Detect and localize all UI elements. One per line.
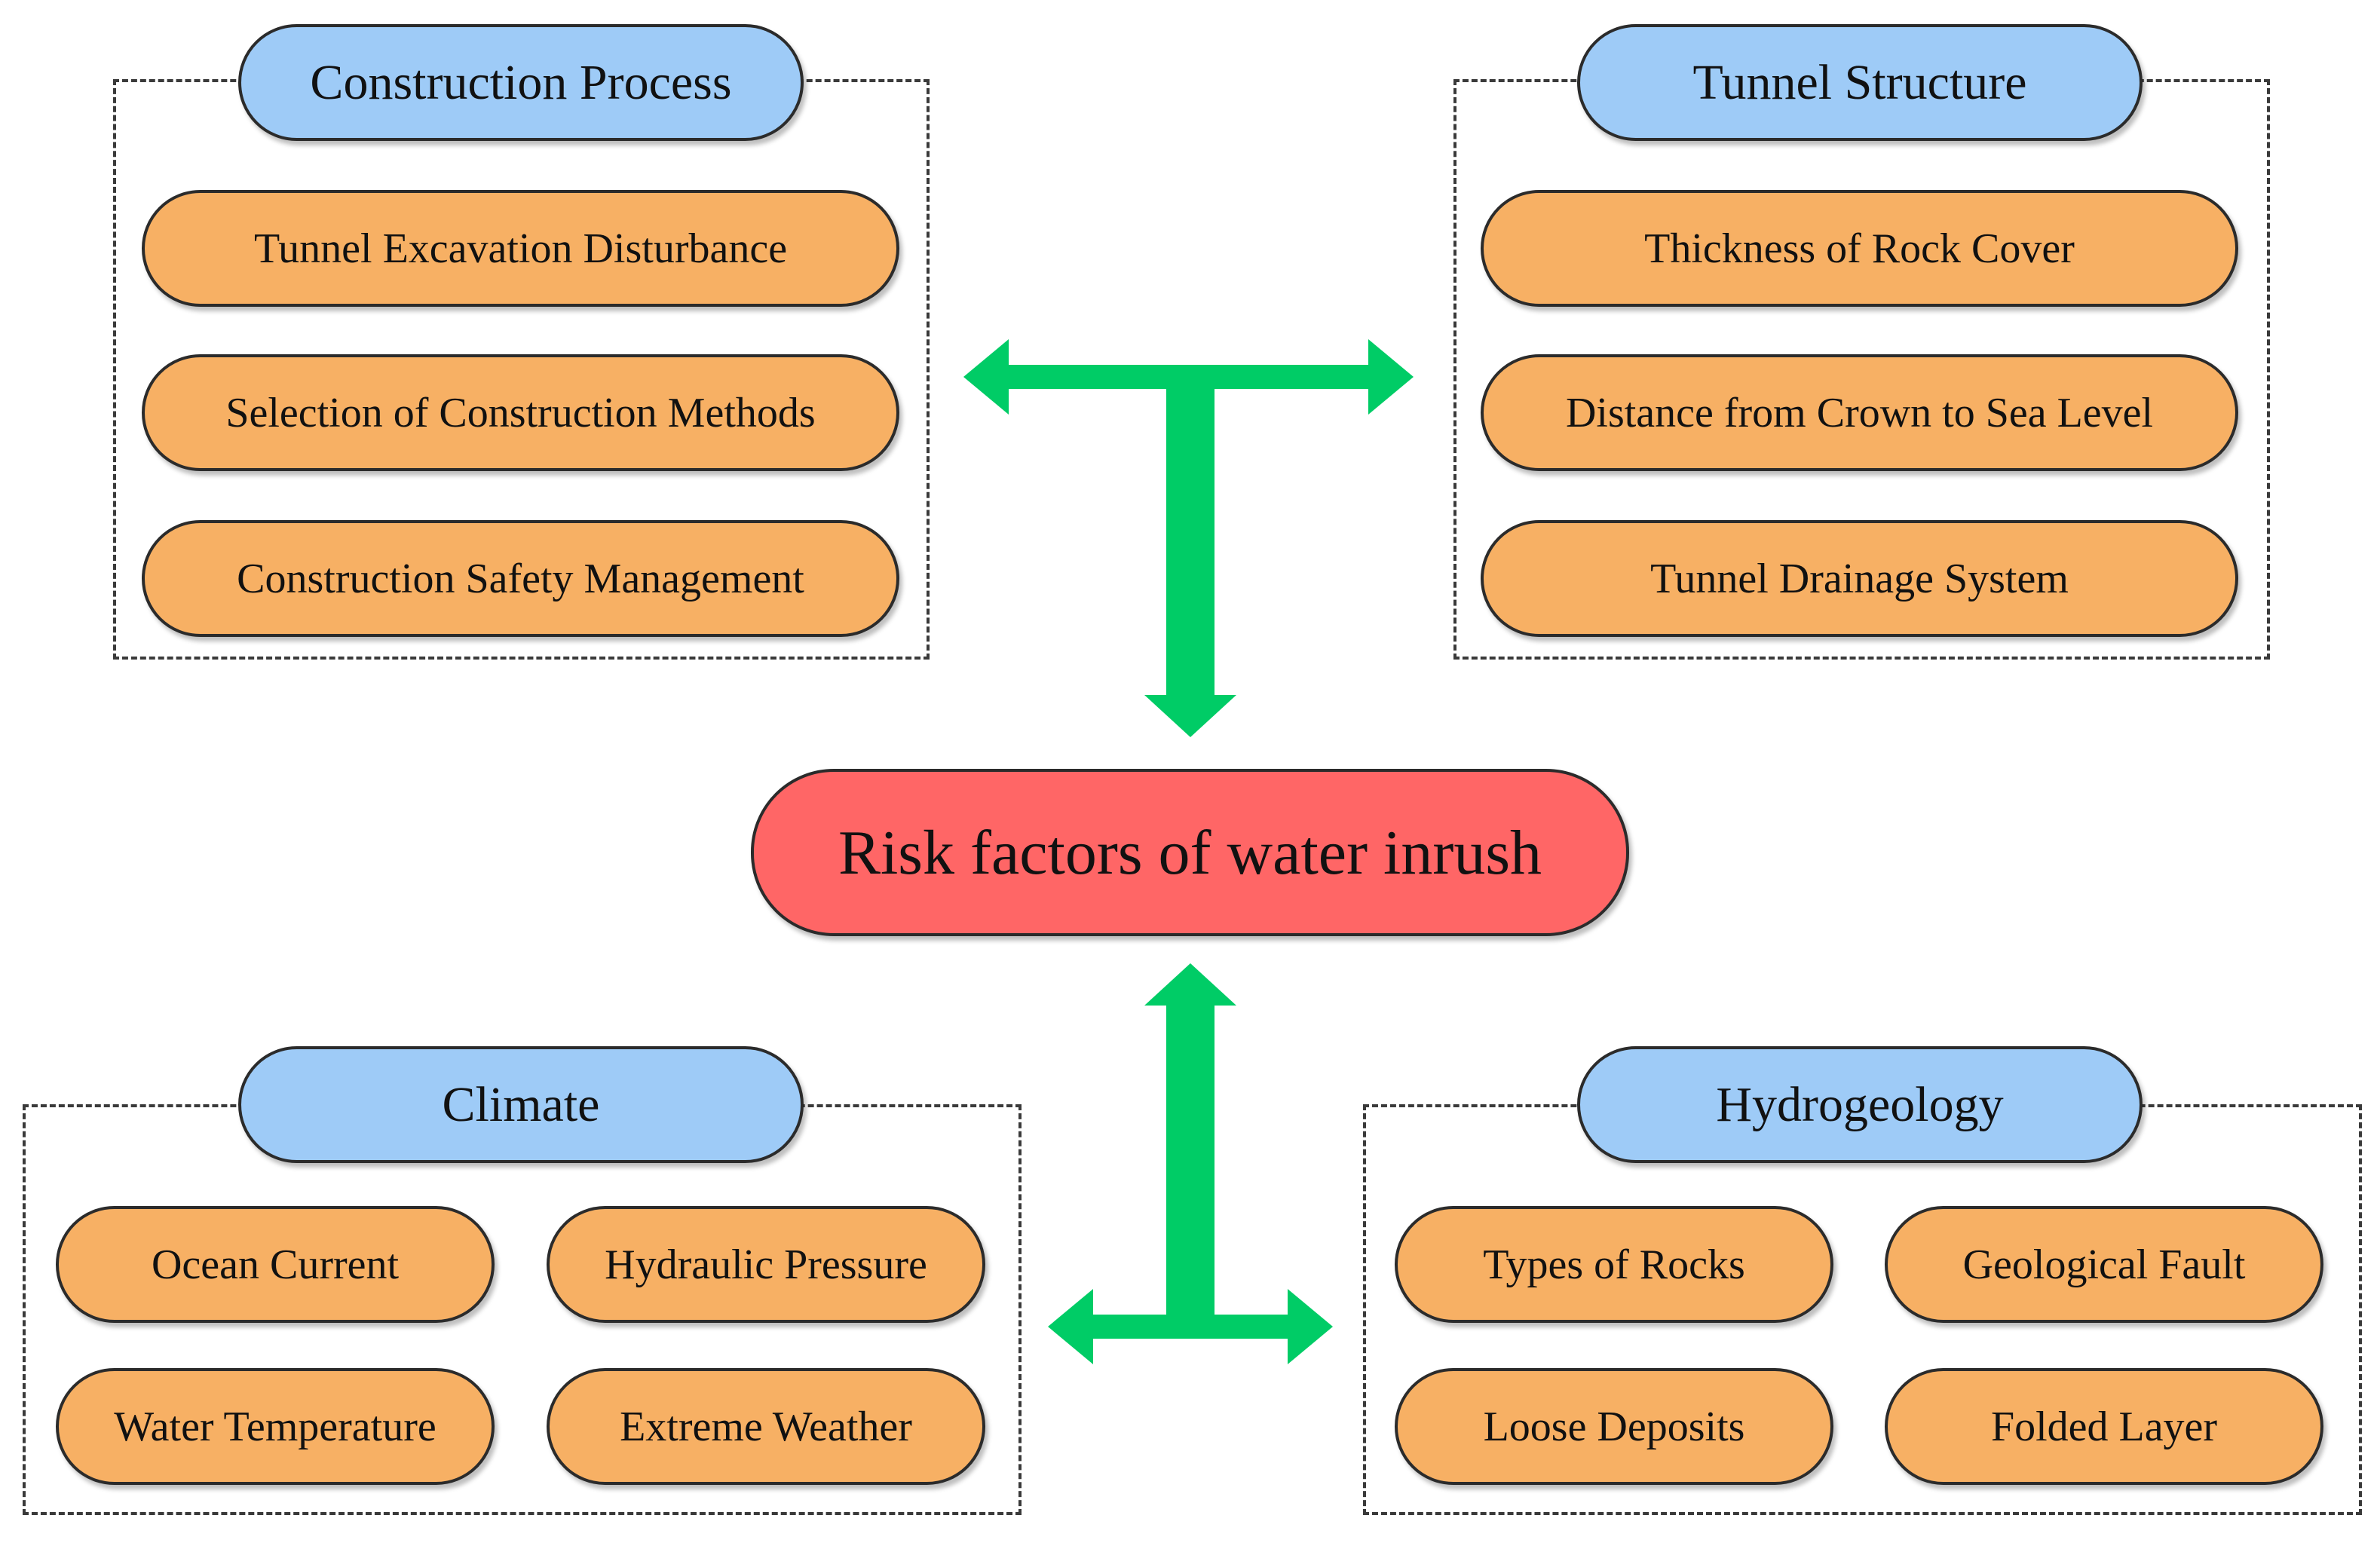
header-construction-process: Construction Process	[238, 24, 804, 141]
item-label: Tunnel Excavation Disturbance	[253, 225, 788, 272]
item-selection-of-construction-methods: Selection of Construction Methods	[142, 354, 899, 471]
item-label: Hydraulic Pressure	[605, 1241, 927, 1288]
item-thickness-of-rock-cover: Thickness of Rock Cover	[1481, 190, 2238, 307]
center-label: Risk factors of water inrush	[838, 817, 1542, 888]
header-tunnel-structure: Tunnel Structure	[1577, 24, 2143, 141]
item-construction-safety-management: Construction Safety Management	[142, 520, 899, 637]
item-label: Selection of Construction Methods	[225, 389, 816, 436]
item-label: Geological Fault	[1962, 1241, 2246, 1288]
item-ocean-current: Ocean Current	[56, 1206, 495, 1323]
item-label: Thickness of Rock Cover	[1644, 225, 2075, 272]
item-label: Distance from Crown to Sea Level	[1565, 389, 2154, 436]
item-label: Construction Safety Management	[237, 555, 804, 602]
item-loose-deposits: Loose Deposits	[1395, 1368, 1833, 1485]
header-label: Climate	[442, 1076, 600, 1132]
item-label: Loose Deposits	[1483, 1403, 1745, 1450]
item-hydraulic-pressure: Hydraulic Pressure	[547, 1206, 985, 1323]
item-distance-from-crown-to-sea-level: Distance from Crown to Sea Level	[1481, 354, 2238, 471]
item-label: Extreme Weather	[620, 1403, 912, 1450]
item-label: Tunnel Drainage System	[1650, 555, 2069, 602]
arrow-bottom-horizontal	[1048, 1289, 1333, 1364]
header-label: Construction Process	[310, 54, 732, 110]
item-label: Types of Rocks	[1483, 1241, 1745, 1288]
header-label: Hydrogeology	[1716, 1076, 2004, 1132]
item-label: Ocean Current	[151, 1241, 400, 1288]
header-hydrogeology: Hydrogeology	[1577, 1046, 2143, 1163]
item-extreme-weather: Extreme Weather	[547, 1368, 985, 1485]
item-geological-fault: Geological Fault	[1885, 1206, 2323, 1323]
header-climate: Climate	[238, 1046, 804, 1163]
item-folded-layer: Folded Layer	[1885, 1368, 2323, 1485]
item-tunnel-drainage-system: Tunnel Drainage System	[1481, 520, 2238, 637]
item-label: Folded Layer	[1990, 1403, 2218, 1450]
item-types-of-rocks: Types of Rocks	[1395, 1206, 1833, 1323]
item-water-temperature: Water Temperature	[56, 1368, 495, 1485]
item-tunnel-excavation-disturbance: Tunnel Excavation Disturbance	[142, 190, 899, 307]
arrow-top-stem	[1144, 377, 1236, 737]
center-risk-factors: Risk factors of water inrush	[751, 769, 1629, 936]
header-label: Tunnel Structure	[1692, 54, 2027, 110]
arrow-bottom-stem	[1144, 963, 1236, 1316]
item-label: Water Temperature	[114, 1403, 436, 1450]
